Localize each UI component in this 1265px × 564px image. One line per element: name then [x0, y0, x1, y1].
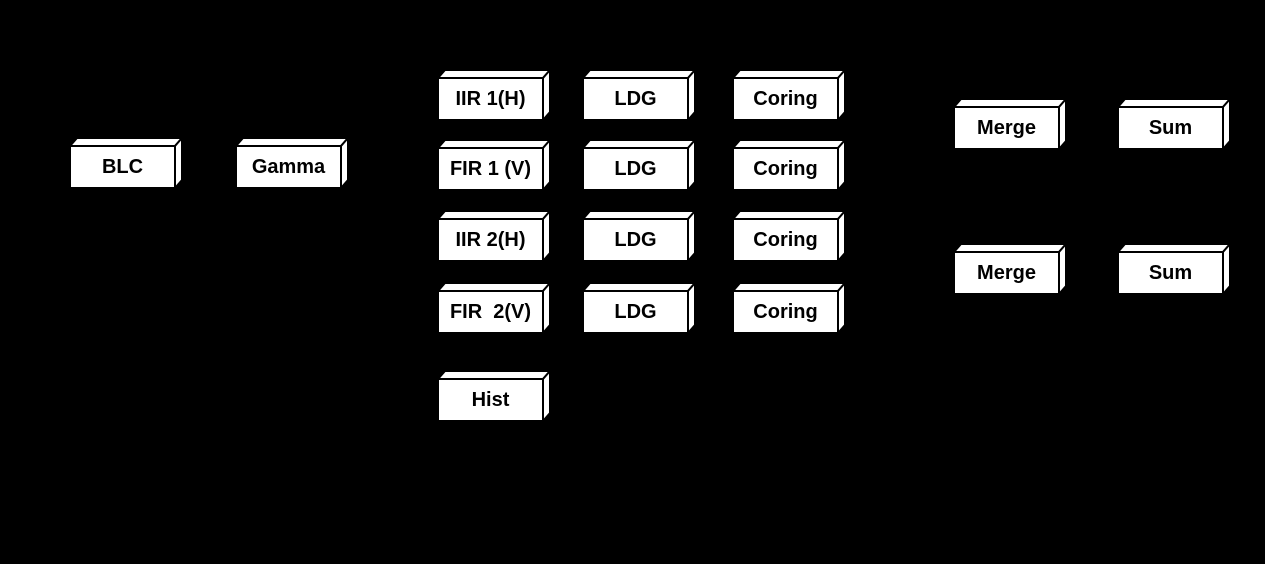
node-right-face: [542, 282, 551, 334]
node-right-face: [1222, 98, 1231, 150]
node-right-face: [687, 282, 696, 334]
node-label: Merge: [953, 106, 1060, 150]
node-right-face: [1058, 98, 1067, 150]
node-3d-faces: [582, 282, 696, 334]
node-3d-faces: [235, 137, 349, 189]
node-label: Coring: [732, 218, 839, 262]
node-3d-faces: [953, 243, 1067, 295]
node-right-face: [687, 69, 696, 121]
node-label: Merge: [953, 251, 1060, 295]
node-label: LDG: [582, 218, 689, 262]
node-coring-1: Coring: [732, 69, 846, 121]
node-ldg-1: LDG: [582, 69, 696, 121]
node-merge-1: Merge: [953, 98, 1067, 150]
node-label: IIR 2(H): [437, 218, 544, 262]
node-fir-2v: FIR 2(V): [437, 282, 551, 334]
node-label: Hist: [437, 378, 544, 422]
node-right-face: [1222, 243, 1231, 295]
node-coring-3: Coring: [732, 210, 846, 262]
node-iir-2h: IIR 2(H): [437, 210, 551, 262]
node-right-face: [542, 370, 551, 422]
node-3d-faces: [953, 98, 1067, 150]
node-sum-2: Sum: [1117, 243, 1231, 295]
node-right-face: [174, 137, 183, 189]
node-label: FIR 1 (V): [437, 147, 544, 191]
node-merge-2: Merge: [953, 243, 1067, 295]
node-right-face: [542, 210, 551, 262]
node-right-face: [837, 139, 846, 191]
node-label: BLC: [69, 145, 176, 189]
node-label: IIR 1(H): [437, 77, 544, 121]
node-right-face: [542, 139, 551, 191]
node-label: Sum: [1117, 106, 1224, 150]
node-label: FIR 2(V): [437, 290, 544, 334]
node-ldg-4: LDG: [582, 282, 696, 334]
node-sum-1: Sum: [1117, 98, 1231, 150]
node-right-face: [837, 69, 846, 121]
node-3d-faces: [582, 69, 696, 121]
node-ldg-3: LDG: [582, 210, 696, 262]
node-blc: BLC: [69, 137, 183, 189]
node-gamma: Gamma: [235, 137, 349, 189]
node-coring-2: Coring: [732, 139, 846, 191]
node-label: Sum: [1117, 251, 1224, 295]
node-right-face: [687, 210, 696, 262]
node-hist: Hist: [437, 370, 551, 422]
node-right-face: [837, 210, 846, 262]
node-label: Gamma: [235, 145, 342, 189]
node-right-face: [837, 282, 846, 334]
node-right-face: [1058, 243, 1067, 295]
node-fir-1v: FIR 1 (V): [437, 139, 551, 191]
node-3d-faces: [732, 139, 846, 191]
node-label: Coring: [732, 147, 839, 191]
node-right-face: [542, 69, 551, 121]
node-label: Coring: [732, 290, 839, 334]
node-3d-faces: [1117, 243, 1231, 295]
node-label: LDG: [582, 290, 689, 334]
node-3d-faces: [437, 282, 551, 334]
node-coring-4: Coring: [732, 282, 846, 334]
node-right-face: [340, 137, 349, 189]
node-ldg-2: LDG: [582, 139, 696, 191]
node-right-face: [687, 139, 696, 191]
node-label: LDG: [582, 147, 689, 191]
node-iir-1h: IIR 1(H): [437, 69, 551, 121]
node-label: Coring: [732, 77, 839, 121]
node-label: LDG: [582, 77, 689, 121]
